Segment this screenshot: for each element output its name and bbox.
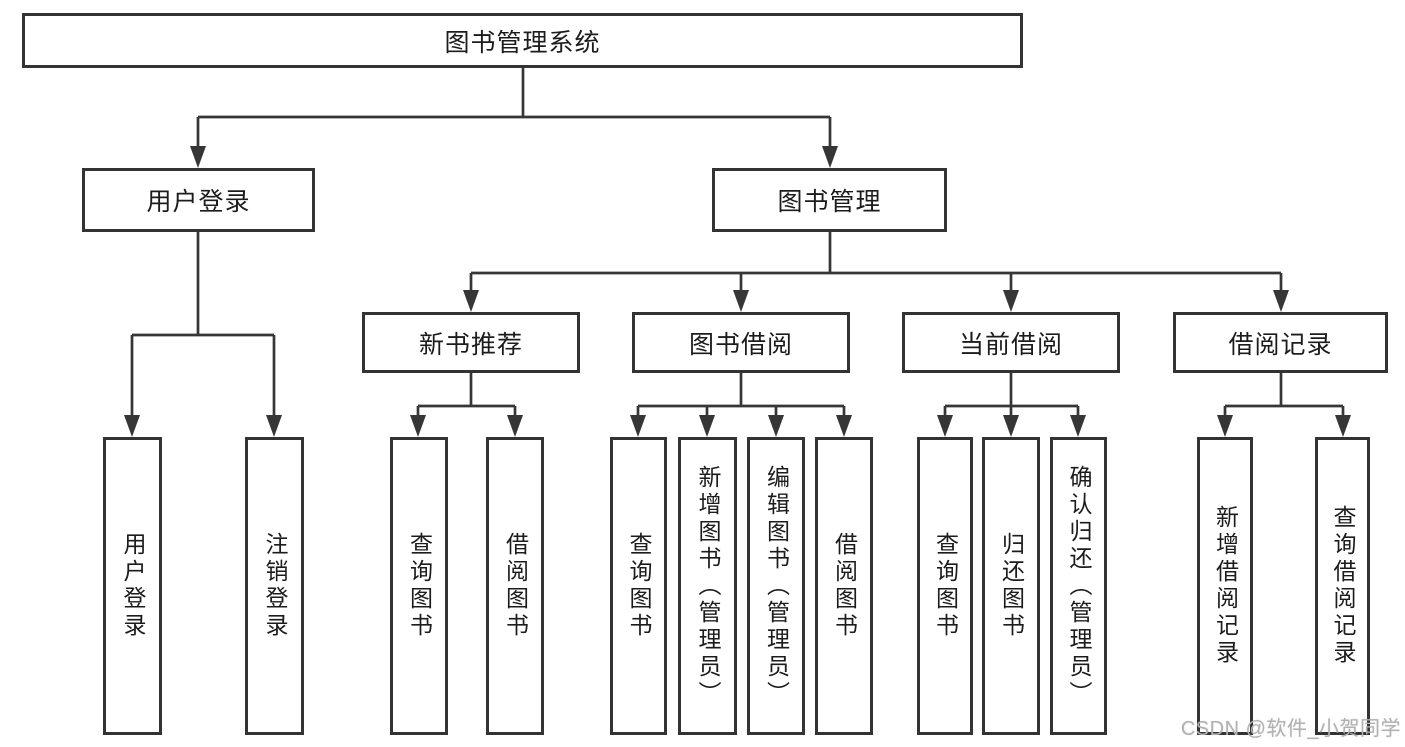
node-leaf-br-query-record: 查询借阅记录 bbox=[1315, 437, 1370, 735]
node-book-borrowing-label: 图书借阅 bbox=[688, 330, 793, 359]
connector-root-to-level2 bbox=[190, 68, 838, 168]
connector-current-borrowing-to-leaves bbox=[937, 373, 1086, 437]
node-leaf-rec-borrow-book-label: 借阅图书 bbox=[502, 532, 529, 640]
node-leaf-cb-confirm-return-label: 确认归还（管理员） bbox=[1066, 464, 1092, 708]
node-root-label: 图书管理系统 bbox=[444, 28, 601, 57]
node-leaf-cb-confirm-return: 确认归还（管理员） bbox=[1050, 437, 1107, 735]
node-user-login: 用户登录 bbox=[82, 168, 315, 232]
node-leaf-br-add-record: 新增借阅记录 bbox=[1197, 437, 1253, 735]
connector-new-book-recommend-to-leaves bbox=[410, 373, 523, 437]
node-leaf-bb-edit-book: 编辑图书（管理员） bbox=[747, 437, 805, 735]
node-leaf-cb-return-book-label: 归还图书 bbox=[998, 532, 1025, 640]
node-borrowing-records: 借阅记录 bbox=[1173, 312, 1388, 373]
node-leaf-bb-query-book: 查询图书 bbox=[610, 437, 667, 735]
node-leaf-bb-add-book-label: 新增图书（管理员） bbox=[695, 464, 721, 708]
node-borrowing-records-label: 借阅记录 bbox=[1228, 330, 1333, 359]
node-leaf-rec-borrow-book: 借阅图书 bbox=[486, 437, 544, 735]
connector-book-borrowing-to-leaves bbox=[630, 373, 852, 437]
node-leaf-bb-query-book-label: 查询图书 bbox=[626, 532, 652, 640]
node-user-login-label: 用户登录 bbox=[146, 188, 251, 216]
node-book-management-label: 图书管理 bbox=[777, 188, 882, 216]
node-leaf-user-login-label: 用户登录 bbox=[120, 532, 146, 640]
node-leaf-br-add-record-label: 新增借阅记录 bbox=[1212, 505, 1239, 667]
node-root: 图书管理系统 bbox=[22, 13, 1023, 68]
node-leaf-bb-borrow-book-label: 借阅图书 bbox=[831, 532, 858, 640]
node-leaf-user-login: 用户登录 bbox=[103, 437, 162, 735]
node-leaf-cb-query-book: 查询图书 bbox=[917, 437, 973, 735]
node-leaf-bb-edit-book-label: 编辑图书（管理员） bbox=[763, 464, 790, 708]
node-leaf-bb-add-book: 新增图书（管理员） bbox=[678, 437, 737, 735]
connector-user-login-to-leaves bbox=[124, 232, 282, 437]
node-new-book-recommend-label: 新书推荐 bbox=[418, 330, 523, 359]
node-leaf-logout: 注销登录 bbox=[245, 437, 304, 735]
node-current-borrowing: 当前借阅 bbox=[902, 312, 1120, 373]
node-leaf-cb-query-book-label: 查询图书 bbox=[932, 532, 959, 640]
node-leaf-rec-query-book: 查询图书 bbox=[390, 437, 448, 735]
node-new-book-recommend: 新书推荐 bbox=[362, 312, 580, 373]
node-current-borrowing-label: 当前借阅 bbox=[958, 330, 1063, 359]
node-leaf-cb-return-book: 归还图书 bbox=[982, 437, 1040, 735]
node-leaf-logout-label: 注销登录 bbox=[262, 532, 288, 640]
connector-borrowing-records-to-leaves bbox=[1217, 373, 1351, 437]
node-leaf-rec-query-book-label: 查询图书 bbox=[406, 532, 433, 640]
node-book-management: 图书管理 bbox=[712, 168, 947, 232]
node-leaf-bb-borrow-book: 借阅图书 bbox=[815, 437, 873, 735]
node-leaf-br-query-record-label: 查询借阅记录 bbox=[1330, 505, 1356, 667]
node-book-borrowing: 图书借阅 bbox=[632, 312, 850, 373]
connector-book-management-to-level3 bbox=[463, 232, 1289, 312]
